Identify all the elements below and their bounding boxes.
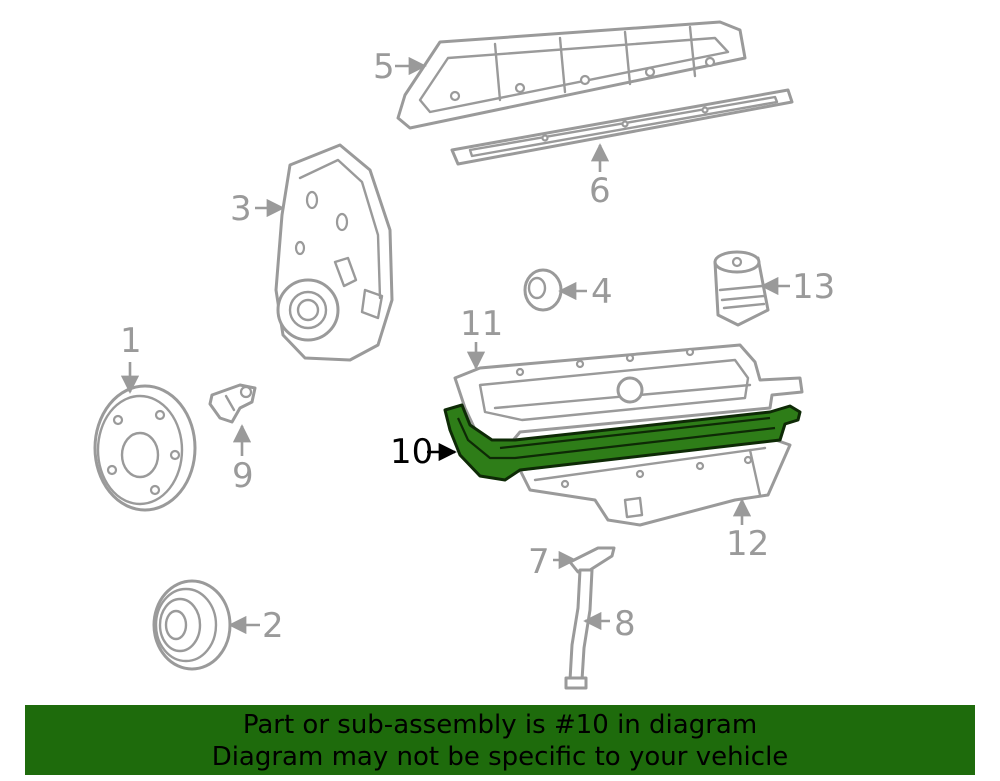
- oil-filter-part-13[interactable]: [713, 250, 770, 327]
- valve-cover-part-5[interactable]: [396, 20, 747, 130]
- callout-13: 13: [792, 267, 835, 307]
- callout-8: 8: [614, 604, 636, 644]
- oil-pan-gasket-part-10[interactable]: [443, 403, 802, 482]
- valve-cover-gasket-part-6[interactable]: [450, 88, 794, 166]
- sensor-part-9[interactable]: [208, 383, 257, 424]
- callout-1: 1: [120, 321, 142, 361]
- callout-2: 2: [262, 606, 284, 646]
- pulley-part-2[interactable]: [152, 579, 232, 671]
- banner-line-2: Diagram may not be specific to your vehi…: [211, 742, 789, 772]
- callout-12: 12: [726, 524, 769, 564]
- seal-part-4[interactable]: [523, 268, 563, 312]
- callout-5: 5: [373, 47, 395, 87]
- callout-leaders: [120, 56, 790, 635]
- callout-11: 11: [460, 304, 503, 344]
- callout-labels: 1 2 3 4 5 6 7 8 9 10 11 12 13: [120, 47, 835, 646]
- dipstick-part-7[interactable]: [568, 546, 616, 574]
- dipstick-tube-part-8[interactable]: [564, 568, 594, 690]
- parts-diagram: 1 2 3 4 5 6 7 8 9 10 11 12 13: [93, 20, 835, 690]
- callout-4: 4: [591, 272, 613, 312]
- callout-7: 7: [528, 542, 550, 582]
- banner-line-1: Part or sub-assembly is #10 in diagram: [242, 710, 758, 740]
- timing-cover-part-3[interactable]: [274, 143, 394, 362]
- callout-3: 3: [230, 189, 252, 229]
- disclaimer-banner: Part or sub-assembly is #10 in diagram D…: [25, 705, 975, 775]
- callout-6: 6: [589, 171, 611, 211]
- harmonic-balancer-part-1[interactable]: [93, 384, 197, 512]
- callout-10: 10: [390, 432, 433, 472]
- callout-9: 9: [232, 456, 254, 496]
